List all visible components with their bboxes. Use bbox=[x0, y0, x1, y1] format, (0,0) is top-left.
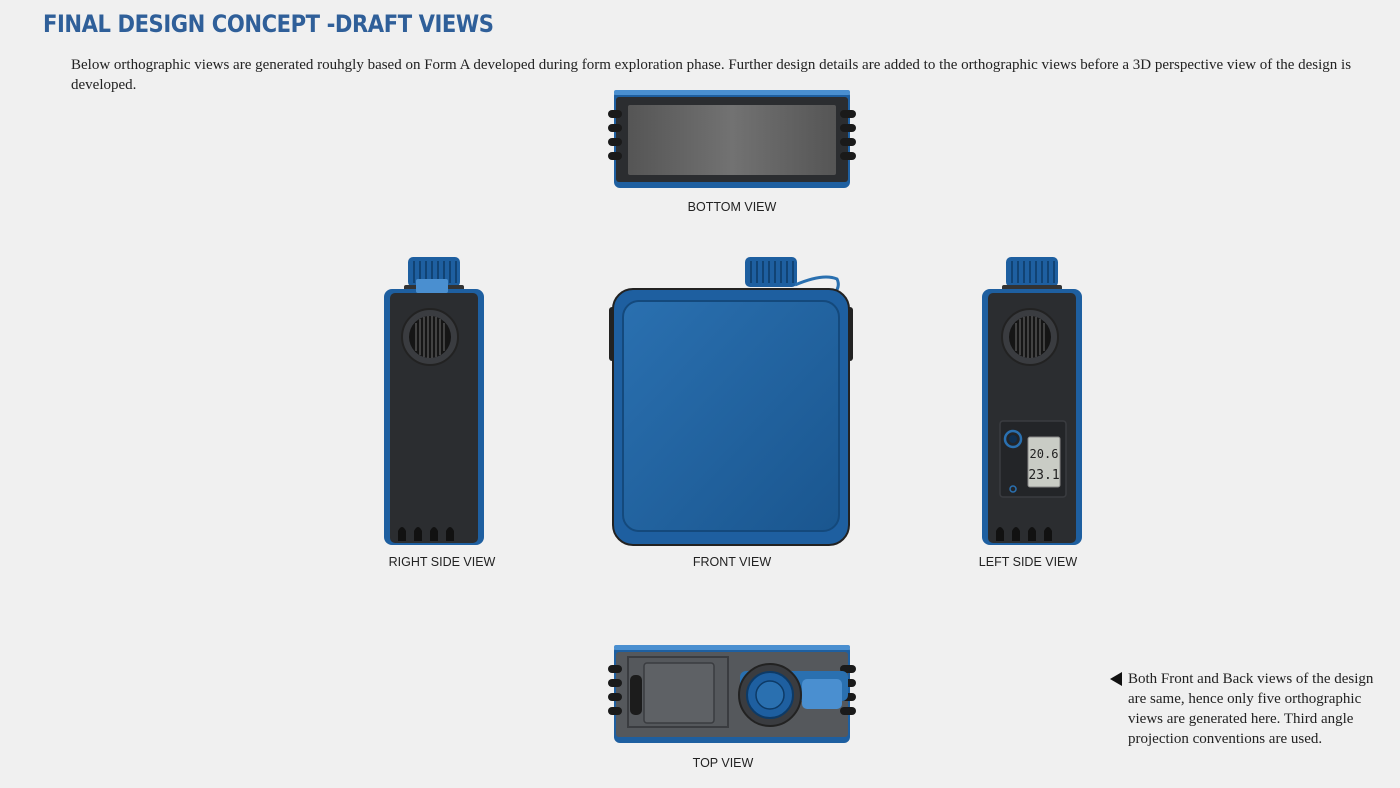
bottom-view-drawing bbox=[608, 90, 856, 188]
intro-paragraph: Below orthographic views are generated r… bbox=[71, 57, 1352, 93]
front-view-label: FRONT VIEW bbox=[692, 555, 772, 569]
projection-note-text: Both Front and Back views of the design … bbox=[1128, 671, 1374, 747]
left-side-view-drawing: 20.6 23.1 bbox=[982, 257, 1082, 545]
left-pointer-icon bbox=[1110, 672, 1122, 686]
projection-note: Both Front and Back views of the design … bbox=[1110, 669, 1390, 749]
display-line-2: 23.1 bbox=[1028, 468, 1059, 483]
front-view-drawing bbox=[609, 257, 853, 546]
bottom-view-label: BOTTOM VIEW bbox=[687, 200, 777, 214]
right-side-view-drawing bbox=[384, 257, 484, 545]
left-side-view-label: LEFT SIDE VIEW bbox=[978, 555, 1078, 569]
display-line-1: 20.6 bbox=[1030, 447, 1059, 461]
right-side-view-label: RIGHT SIDE VIEW bbox=[388, 555, 496, 569]
top-view-drawing bbox=[608, 645, 856, 743]
page-title: FINAL DESIGN CONCEPT -DRAFT VIEWS bbox=[43, 10, 494, 38]
top-view-label: TOP VIEW bbox=[692, 756, 754, 770]
